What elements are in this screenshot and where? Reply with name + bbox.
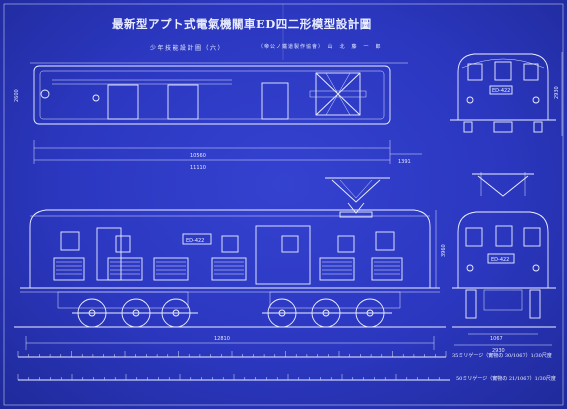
front-lower-window (465, 227, 483, 247)
top-view-body (33, 65, 391, 125)
front-lamp (532, 96, 540, 104)
front-lower-window (495, 225, 513, 247)
dim-front-width: 2930 (492, 348, 505, 354)
drawing-subtitle: 少年技能設計圖（六） (150, 45, 226, 52)
front-lamp (466, 96, 474, 104)
dim-side-height: 3960 (441, 244, 447, 257)
sheet-border (3, 3, 564, 406)
dim-side-overall: 12810 (214, 336, 230, 342)
side-door-large (255, 225, 311, 285)
dim-top-right: 1391 (398, 159, 411, 165)
top-view: 10560 11110 1391 2600 (14, 62, 422, 171)
side-view: ED-422 (14, 177, 447, 350)
drawing-title: 最新型アプト式電氣機關車ED四二形模型設計圖 (112, 17, 372, 31)
side-window (60, 231, 80, 251)
author-line: （帝公ノ鐵道製作協會） 山 北 藤 一 郎 (258, 44, 382, 50)
side-number-plate-text: ED-422 (186, 238, 204, 244)
front-number-plate (489, 85, 513, 95)
dim-lower-width: 1067 (490, 336, 503, 342)
dim-top-body: 11110 (190, 165, 206, 171)
roof-hatch (107, 84, 139, 120)
scale-bars (17, 351, 450, 381)
pantograph-side (325, 177, 390, 218)
front-wheel (465, 289, 477, 319)
roof-hatch (167, 84, 199, 120)
side-louvers (53, 257, 403, 281)
scale-ticks-2 (17, 374, 440, 380)
ref-mark (92, 94, 100, 102)
front-pantograph (477, 175, 529, 197)
side-window (221, 235, 239, 253)
front-roofline (461, 58, 545, 69)
scale-note-1: 35ミリゲージ（實物の 30/1067）1/30尺度 (452, 353, 552, 359)
bogie-front (57, 291, 189, 309)
roof-hatch (261, 82, 289, 120)
side-body (29, 209, 431, 289)
bogie-rear (269, 291, 401, 309)
front-upper-body (457, 53, 549, 121)
side-window (281, 235, 299, 253)
side-number-plate (182, 233, 212, 245)
dim-side-left-height: 2600 (14, 89, 20, 102)
front-view-lower: ED-422 1067 2930 (452, 172, 556, 354)
front-lower-window (523, 227, 541, 247)
front-lower-body (457, 211, 549, 289)
scale-ticks-1 (17, 351, 447, 357)
front-number-plate-text: ED-422 (492, 88, 510, 94)
front-wheel (529, 289, 541, 319)
front-window (467, 63, 483, 81)
front-gear-case (483, 289, 523, 311)
front-lower-number-plate (487, 253, 515, 264)
side-window (337, 235, 355, 253)
pantograph-plan (309, 72, 367, 116)
front-lower-number-plate-text: ED-422 (491, 257, 509, 263)
dim-top-overall: 10560 (190, 153, 206, 159)
front-coupler (493, 121, 513, 133)
side-window (375, 231, 395, 251)
dim-right-height: 2930 (554, 86, 560, 99)
horn-plan (40, 89, 50, 99)
front-view-upper: ED-422 2930 (450, 52, 563, 136)
side-window (115, 235, 131, 253)
front-window (494, 61, 512, 81)
front-window (523, 63, 539, 81)
scale-note-2: 50ミリゲージ（實物の 21/1067）1/30尺度 (456, 376, 556, 382)
top-view-roof (39, 70, 385, 120)
